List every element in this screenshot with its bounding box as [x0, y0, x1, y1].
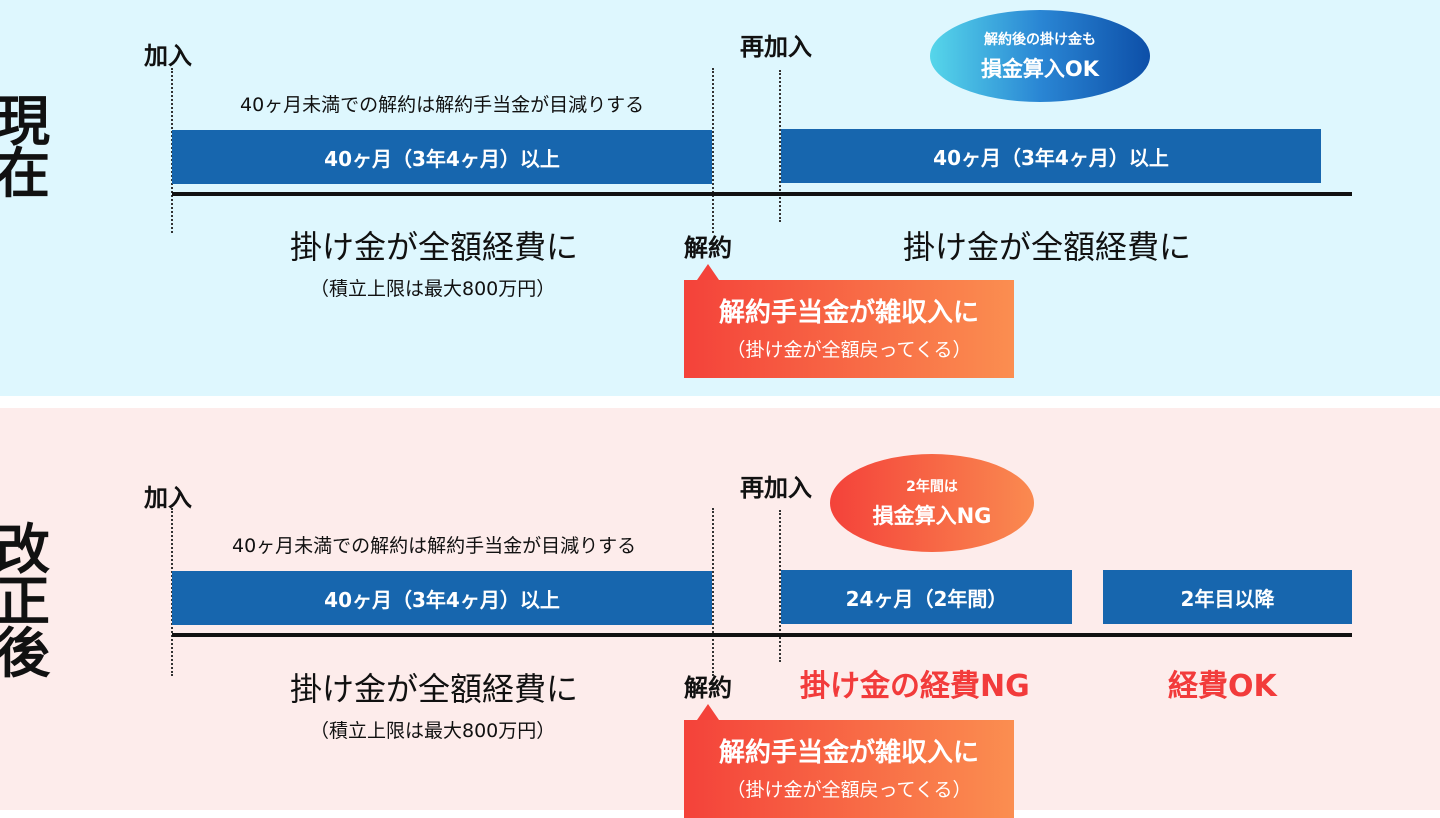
side-char: 在 [0, 142, 50, 205]
expense-ok-text: 経費OK [1168, 669, 1277, 704]
limit-note: （積立上限は最大800万円） [310, 278, 556, 300]
side-char: 改 [0, 518, 50, 581]
period-bar-right: 40ヶ月（3年4ヶ月）以上 [781, 129, 1321, 183]
expense-text-left: 掛け金が全額経費に [290, 228, 579, 266]
bubble-line2: 損金算入OK [980, 57, 1100, 81]
side-char: 後 [0, 622, 50, 685]
period-bar-2years: 24ヶ月（2年間） [781, 570, 1072, 624]
timeline-axis [172, 192, 1352, 196]
cancel-marker-line [712, 68, 714, 233]
rejoin-marker-line [779, 510, 781, 662]
period-bar-left: 40ヶ月（3年4ヶ月）以上 [172, 571, 712, 625]
cancel-label: 解約 [684, 674, 732, 702]
side-label-current: 現 在 [0, 90, 50, 205]
expense-text-right: 掛け金が全額経費に [903, 228, 1192, 266]
current-panel: 現 在 加入 再加入 40ヶ月未満での解約は解約手当金が目減りする 40ヶ月（3… [0, 0, 1440, 396]
misc-income-callout: 解約手当金が雑収入に （掛け金が全額戻ってくる） [684, 720, 1014, 818]
rejoin-marker-line [779, 70, 781, 222]
side-label-revised: 改 正 後 [0, 518, 50, 685]
period-bar-left: 40ヶ月（3年4ヶ月）以上 [172, 130, 712, 184]
expense-text-left: 掛け金が全額経費に [290, 670, 579, 708]
join-label: 加入 [144, 484, 192, 512]
deduction-ng-bubble: 2年間は 損金算入NG [830, 454, 1034, 552]
bubble-line1: 2年間は [906, 479, 958, 495]
misc-income-callout: 解約手当金が雑収入に （掛け金が全額戻ってくる） [684, 280, 1014, 378]
limit-note: （積立上限は最大800万円） [310, 720, 556, 742]
timeline-axis [172, 633, 1352, 637]
cancel-label: 解約 [684, 234, 732, 262]
callout-subtitle: （掛け金が全額戻ってくる） [726, 339, 972, 361]
expense-ng-text: 掛け金の経費NG [800, 669, 1030, 704]
cancel-marker-line [712, 508, 714, 676]
side-char: 正 [0, 570, 50, 633]
reduction-note: 40ヶ月未満での解約は解約手当金が目減りする [232, 535, 637, 557]
callout-pointer [697, 704, 719, 720]
callout-title: 解約手当金が雑収入に [718, 738, 979, 768]
side-char: 現 [0, 90, 50, 153]
callout-subtitle: （掛け金が全額戻ってくる） [726, 779, 972, 801]
deduction-ok-bubble: 解約後の掛け金も 損金算入OK [930, 10, 1150, 102]
callout-title: 解約手当金が雑収入に [718, 298, 979, 328]
bubble-line2: 損金算入NG [872, 504, 992, 528]
join-label: 加入 [144, 42, 192, 70]
callout-pointer [697, 264, 719, 280]
rejoin-label: 再加入 [740, 33, 812, 61]
period-bar-after: 2年目以降 [1103, 570, 1352, 624]
revised-panel: 改 正 後 加入 再加入 40ヶ月未満での解約は解約手当金が目減りする 40ヶ月… [0, 408, 1440, 818]
bubble-line1: 解約後の掛け金も [984, 32, 1096, 48]
rejoin-label: 再加入 [740, 474, 812, 502]
reduction-note: 40ヶ月未満での解約は解約手当金が目減りする [240, 94, 645, 116]
